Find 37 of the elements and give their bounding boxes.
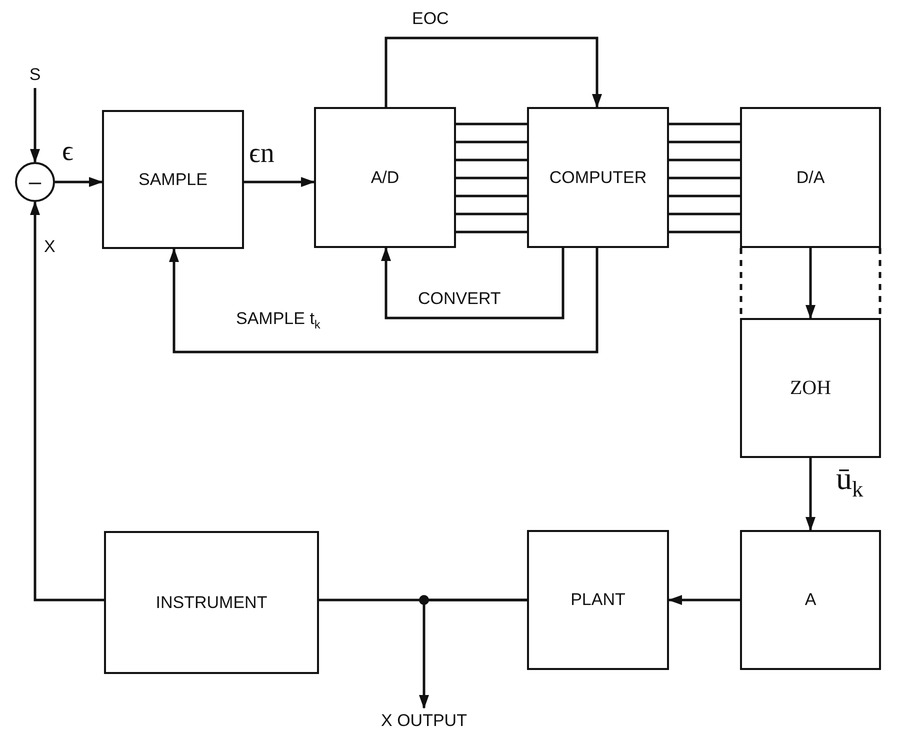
block [740,530,881,670]
block-label: PLANT [570,590,626,610]
block [527,530,669,670]
arrow [806,248,816,319]
summing-junction [15,162,55,202]
block [314,107,456,248]
block [740,107,881,248]
block-label: ZOH [790,376,832,400]
edge-label: EOC [412,10,449,27]
signal-label: S [29,65,41,85]
block [104,531,319,674]
arrow [244,177,315,187]
block [740,318,881,458]
block-label: A/D [370,168,400,188]
arrow [30,201,104,602]
arrow [30,88,40,163]
arrow [55,177,103,187]
arrow [419,598,527,709]
signal-label: X OUTPUT [381,711,467,731]
edge-label: SAMPLE t$_{k}$ [236,310,320,332]
arrow [381,247,564,320]
arrow [668,595,740,605]
edge-label: CONVERT [418,290,501,307]
edge-label: X [44,238,56,255]
block-label: COMPUTER [549,168,647,188]
block-label: SAMPLE [138,170,208,190]
block-label: A [804,590,816,610]
data-bus [668,122,742,234]
block [102,110,244,249]
block [527,107,669,248]
arrow [806,458,816,531]
block-label: INSTRUMENT [156,592,268,612]
arrow [169,248,598,354]
minus-sign: – [28,169,42,195]
block-label: D/A [796,168,825,188]
arrow [384,36,602,108]
data-bus [454,122,528,234]
